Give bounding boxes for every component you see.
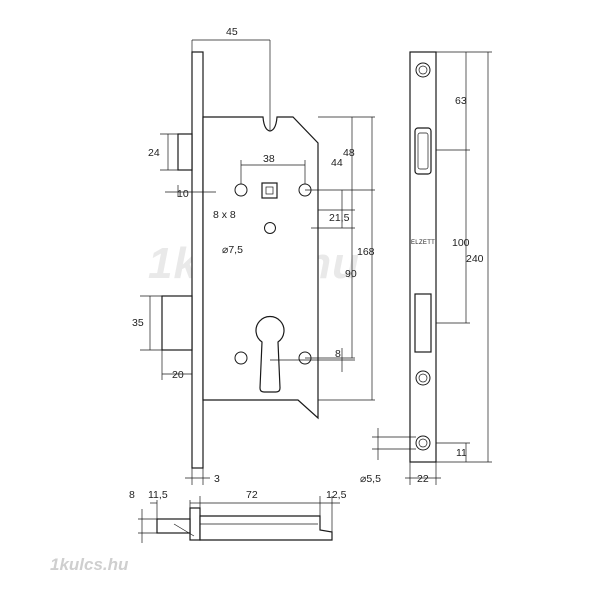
- dim-backset: 45: [226, 26, 238, 38]
- dim-fp-11: 11: [456, 447, 467, 459]
- faceplate-screw-top: [415, 62, 431, 78]
- dim-bottom-12-5: 12,5: [326, 489, 347, 501]
- dim-bottom-72: 72: [246, 489, 258, 501]
- spindle-square: [261, 182, 278, 199]
- dim-168: 168: [357, 246, 375, 258]
- bottom-forend: [189, 507, 201, 541]
- fixing-hole-left: [234, 183, 248, 197]
- dim-bottom-11-5: 11,5: [148, 489, 168, 501]
- dim-bolt-height: 35: [132, 317, 144, 329]
- lock-body-view: [161, 51, 319, 469]
- dimension-lines-faceplate: [372, 51, 492, 485]
- faceplate-latch-slot: [414, 127, 432, 175]
- faceplate-screw-mid-inner: [418, 373, 428, 383]
- bottom-case: [199, 515, 333, 541]
- spindle-square-inner: [265, 186, 274, 195]
- faceplate-bolt-slot: [414, 293, 432, 353]
- dim-90: 90: [345, 268, 357, 280]
- faceplate-view: ELZETT: [409, 51, 437, 463]
- faceplate-stamp: ELZETT: [411, 240, 435, 246]
- dim-hole-spacing: 38: [263, 153, 275, 165]
- latch-bolt: [177, 133, 193, 171]
- faceplate-latch-slot-inner: [417, 132, 429, 170]
- lock-case: [202, 116, 319, 420]
- faceplate-screw-mid: [415, 370, 431, 386]
- dim-hole-diameter: ⌀7,5: [222, 244, 243, 256]
- small-hole: [264, 222, 276, 234]
- cylinder-hole: [255, 315, 285, 393]
- corner-watermark: 1kulcs.hu: [50, 555, 129, 574]
- dim-48: 48: [343, 147, 355, 159]
- dimension-lines-bottom: [138, 496, 340, 543]
- cylinder-fixing-hole-left: [234, 351, 248, 365]
- dim-bolt-projection: 20: [172, 369, 184, 381]
- dim-plate-thickness: 3: [214, 473, 220, 485]
- faceplate-screw-bottom: [415, 435, 431, 451]
- dead-bolt: [161, 295, 193, 351]
- dim-fp-63: 63: [455, 95, 467, 107]
- dim-8-cylinder: 8: [335, 348, 341, 360]
- dimension-lines-body: [140, 39, 375, 485]
- bottom-latch: [156, 518, 191, 534]
- dim-21-5: 21,5: [329, 212, 350, 224]
- dim-fp-22: 22: [417, 473, 429, 485]
- forend-plate: [191, 51, 204, 469]
- dim-latch-offset: 10: [177, 188, 189, 200]
- dim-spindle: 8 x 8: [213, 209, 236, 221]
- dim-fp-100: 100: [452, 237, 470, 249]
- bottom-view: [156, 507, 333, 541]
- dim-screw-hole: ⌀5,5: [360, 473, 381, 485]
- dim-bottom-8: 8: [129, 489, 135, 501]
- dim-latch-height: 24: [148, 147, 160, 159]
- dim-fp-240: 240: [466, 253, 484, 265]
- faceplate-screw-top-inner: [418, 65, 428, 75]
- faceplate: [409, 51, 437, 463]
- faceplate-screw-bottom-inner: [418, 438, 428, 448]
- dim-44: 44: [331, 157, 343, 169]
